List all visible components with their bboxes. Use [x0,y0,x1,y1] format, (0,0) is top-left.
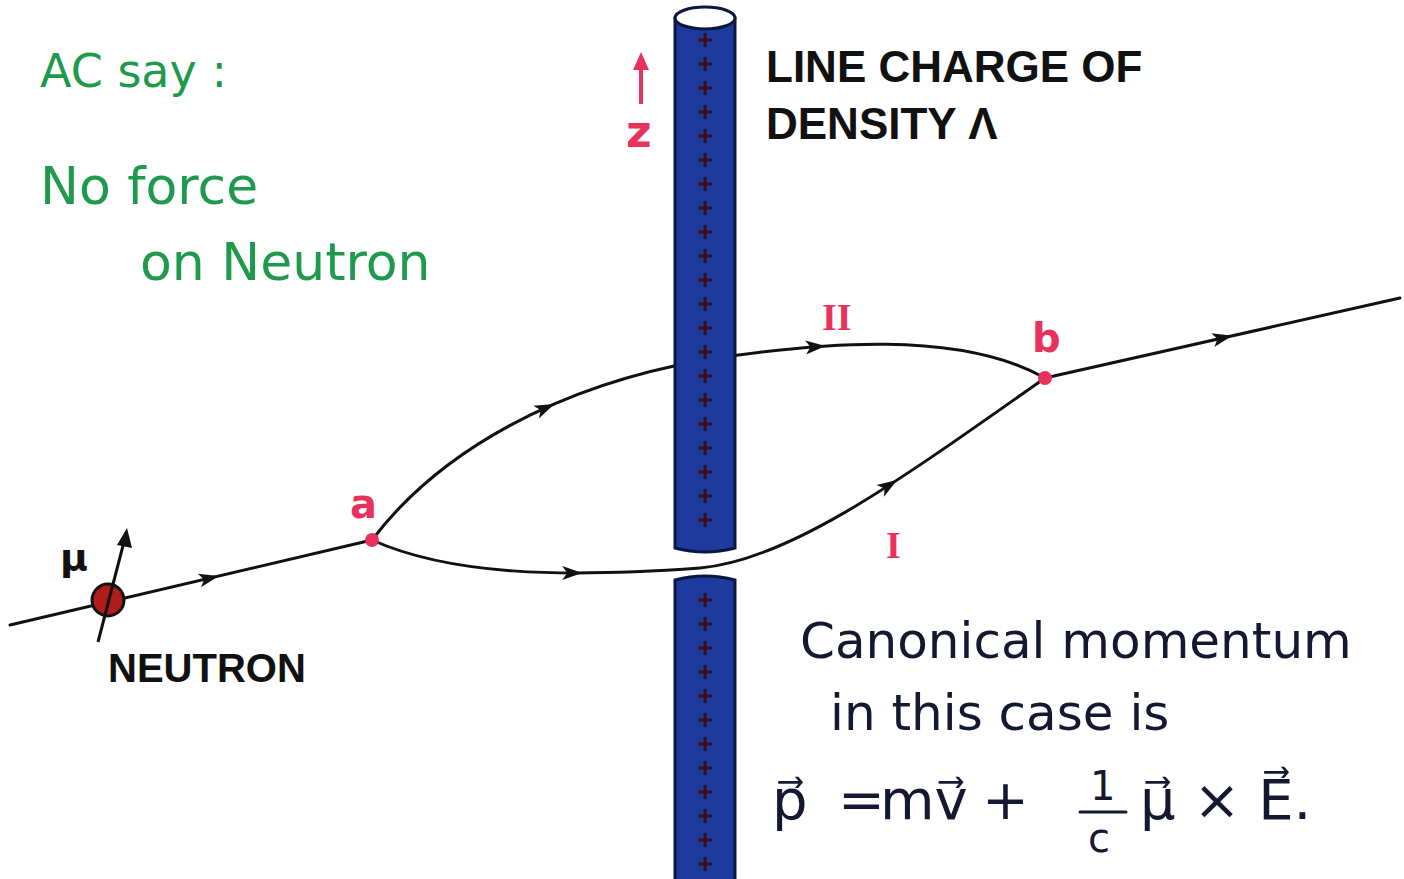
plus-sign [698,489,712,503]
fraction-denominator: c [1088,818,1110,858]
moment-symbol: μ [60,538,88,576]
plus-sign [698,665,712,679]
point-label: a [350,484,377,524]
beam-arrowhead [533,398,557,419]
z-axis-arrow [633,52,649,104]
plus-sign [698,249,712,263]
plus-sign [698,225,712,239]
moment-arrow [98,538,125,642]
line-charge-top [675,7,735,29]
beam-arrowheads [198,329,1234,587]
plus-sign [698,297,712,311]
plus-sign [698,737,712,751]
beam-arrowhead [876,474,900,497]
beam-arrowhead [562,566,582,580]
plus-sign [698,761,712,775]
plus-sign [698,617,712,631]
beam-arrowhead [805,339,826,354]
formula-note: in this case is [830,688,1169,738]
plus-sign [698,785,712,799]
fraction-bar [1080,811,1126,814]
plus-sign [698,441,712,455]
plus-sign [698,129,712,143]
plus-sign [698,833,712,847]
neutron [92,528,132,642]
plus-sign [698,33,712,47]
line-charge-upper [675,18,735,552]
plus-sign [698,417,712,431]
formula-term: + [982,772,1029,828]
formula-term: μ⃗ × E⃗. [1140,772,1311,828]
point-label: b [1032,318,1061,358]
note-text: on Neutron [140,236,431,288]
line-charge [675,7,735,879]
plus-sign [698,273,712,287]
formula-term: p⃗ [772,772,808,828]
beam-arrowhead [198,569,221,587]
fraction-numerator: 1 [1090,766,1115,806]
path-label: II [822,298,852,336]
z-arrowhead [633,52,649,70]
note-heading: AC say : [40,48,227,94]
axis-label: z [626,110,652,154]
plus-sign [698,105,712,119]
merge-point [1038,371,1052,385]
plus-sign [698,177,712,191]
charge-title: LINE CHARGE OF DENSITY Λ [766,38,1166,152]
plus-sign [698,345,712,359]
particle-label: NEUTRON [108,648,306,688]
note-text: No force [40,160,258,212]
plus-sign [698,809,712,823]
plus-sign [698,81,712,95]
formula-term: = [838,772,885,828]
plus-sign [698,369,712,383]
formula-term: mv⃗ [880,772,968,828]
plus-signs [698,33,712,871]
plus-sign [698,201,712,215]
plus-sign [698,513,712,527]
split-point [365,533,379,547]
line-charge-lower [675,576,735,879]
plus-sign [698,593,712,607]
plus-sign [698,393,712,407]
plus-sign [698,153,712,167]
plus-sign [698,713,712,727]
plus-sign [698,689,712,703]
plus-sign [698,57,712,71]
plus-sign [698,465,712,479]
formula-note: Canonical momentum [800,616,1352,666]
z-arrow-line [639,66,643,104]
beam-arrowhead [1211,329,1234,347]
path-label: I [886,526,901,564]
plus-sign [698,321,712,335]
plus-sign [698,857,712,871]
outgoing-beam [1045,298,1400,378]
moment-arrowhead [117,528,132,548]
plus-sign [698,641,712,655]
